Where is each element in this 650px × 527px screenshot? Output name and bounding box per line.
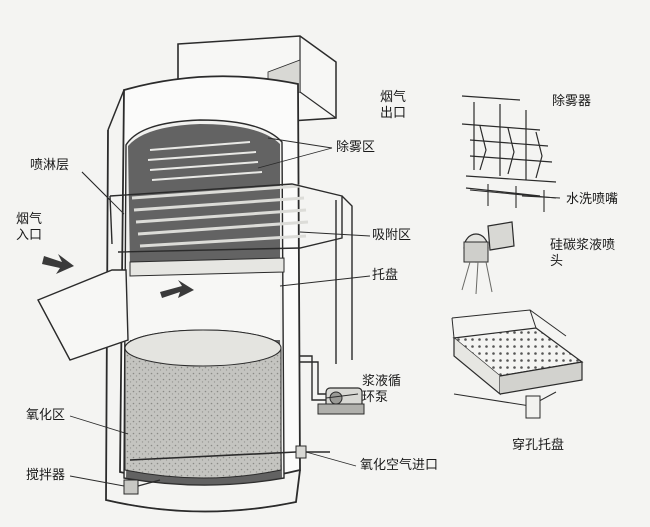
leader-lines xyxy=(69,137,371,487)
agitator xyxy=(123,479,161,495)
label-flue-gas-inlet: 烟气 入口 xyxy=(16,212,56,244)
label-slurry-nozzle-line1: 硅碳浆液喷 xyxy=(550,238,616,253)
label-oxidation-zone: 氧化区 xyxy=(26,408,66,423)
label-agitator: 搅拌器 xyxy=(26,468,66,483)
label-perforated-tray: 穿孔托盘 xyxy=(512,438,565,453)
label-slurry-pump: 浆液循 环泵 xyxy=(362,374,422,406)
label-slurry-nozzle-line2: 头 xyxy=(550,254,564,269)
inlet-arrow xyxy=(42,254,74,274)
label-adsorption-zone: 吸附区 xyxy=(372,228,412,243)
slurry-nozzle-detail xyxy=(461,221,515,295)
label-flue-gas-outlet-line2: 出口 xyxy=(380,106,407,121)
internal-arrow xyxy=(160,280,194,298)
label-tray: 托盘 xyxy=(372,268,399,283)
label-flue-gas-inlet-line1: 烟气 xyxy=(16,212,43,227)
inlet-duct xyxy=(37,269,129,361)
label-flue-gas-inlet-line2: 入口 xyxy=(16,228,43,243)
label-demist-zone: 除雾区 xyxy=(336,140,376,155)
label-demister: 除雾器 xyxy=(552,94,592,109)
wash-nozzle-detail xyxy=(469,184,561,212)
demister-blades xyxy=(147,141,263,181)
spray-frame xyxy=(109,183,353,364)
label-spray-layer: 喷淋层 xyxy=(30,158,70,173)
label-flue-gas-outlet-line1: 烟气 xyxy=(380,90,407,105)
label-slurry-pump-line1: 浆液循 xyxy=(362,374,402,389)
perforated-tray-detail xyxy=(451,309,584,419)
circulation-pump xyxy=(300,355,365,415)
label-slurry-nozzle: 硅碳浆液喷 头 xyxy=(550,238,640,270)
internal-tray xyxy=(129,257,285,277)
label-flue-gas-outlet: 烟气 出口 xyxy=(380,90,420,122)
demister-detail xyxy=(461,95,557,197)
label-slurry-pump-line2: 环泵 xyxy=(362,390,389,405)
spray-headers xyxy=(131,184,309,248)
slurry-pool xyxy=(124,329,282,479)
label-oxidation-air-inlet: 氧化空气进口 xyxy=(360,458,439,473)
label-wash-nozzle: 水洗喷嘴 xyxy=(566,192,619,207)
